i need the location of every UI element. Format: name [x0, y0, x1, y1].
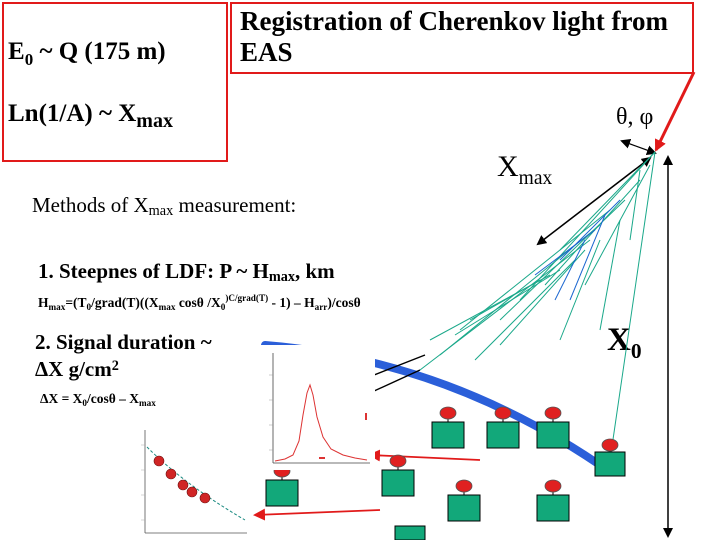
shower-core-tracks	[534, 199, 621, 301]
method-1-formula: Hmax=(T0/grad(T)((Xmax cosθ /X0)C/grad(T…	[38, 293, 361, 312]
pulse-plot	[255, 345, 375, 470]
x0-label: X0	[607, 322, 642, 363]
method-2-label: 2. Signal duration ~ ΔX g/cm2	[35, 330, 212, 381]
detector-upper-1	[431, 406, 465, 449]
title-pointer-arrow	[654, 71, 696, 152]
method-1-label: 1. Steepnes of LDF: P ~ Hmax, km	[38, 259, 335, 285]
energy-relation: E0 ~ Q (175 m)	[8, 38, 166, 69]
detector-upper-4	[594, 438, 626, 477]
detector-lower-4	[536, 479, 570, 522]
page-title: Registration of Cherenkov light from EAS	[240, 6, 668, 67]
xmax-distance-arrow	[536, 156, 652, 246]
detector-lower-3	[447, 479, 481, 522]
ldf-plot	[125, 425, 250, 540]
title-frame	[230, 2, 694, 74]
detector-lower-2	[381, 454, 415, 497]
detector-upper-2	[486, 406, 520, 449]
detector-lower-1	[265, 464, 299, 507]
angle-arrow	[620, 139, 657, 155]
method-2-formula: ΔX = X0/cosθ – Xmax	[40, 391, 156, 408]
detector-bottom-partial	[394, 525, 426, 540]
signal-arrow-upper	[368, 449, 481, 462]
detector-upper-3	[536, 406, 570, 449]
mass-relation: Ln(1/A) ~ Xmax	[8, 100, 173, 132]
energy-mass-frame	[2, 2, 228, 162]
methods-heading: Methods of Xmax measurement:	[32, 193, 297, 219]
signal-arrow-lower	[253, 508, 381, 521]
angles-label: θ, φ	[616, 104, 654, 130]
